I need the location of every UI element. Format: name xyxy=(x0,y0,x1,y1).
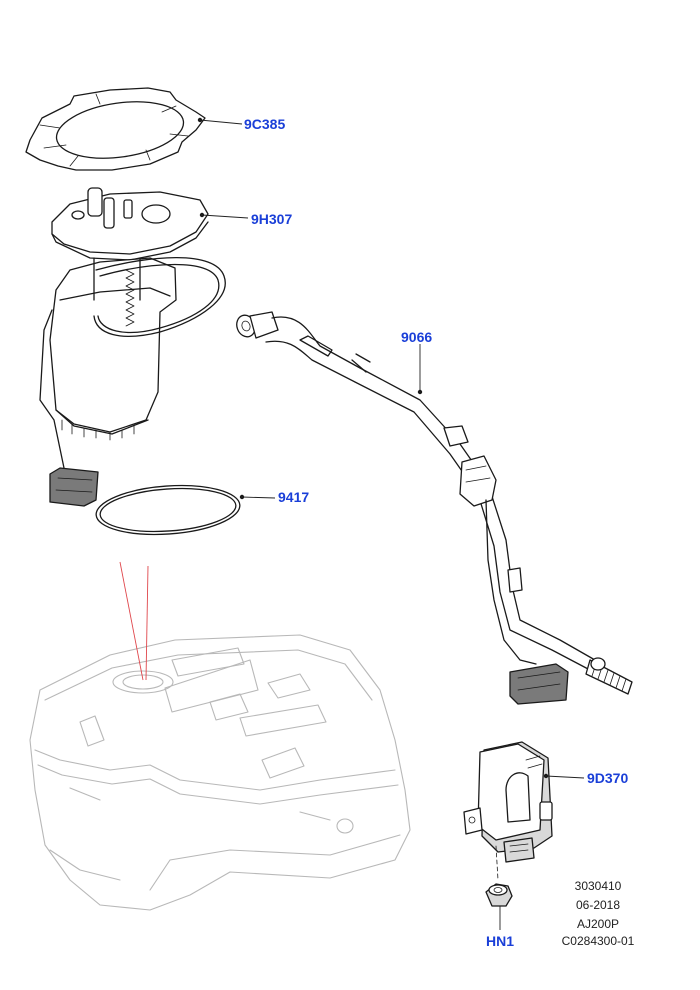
illustration-model-code: AJ200P xyxy=(577,917,619,931)
leader-lines xyxy=(197,117,585,930)
callout-9c385: 9C385 xyxy=(244,116,285,132)
nut-part xyxy=(485,883,513,907)
seal-ring-part xyxy=(95,484,241,536)
lock-ring-part xyxy=(25,87,206,171)
callout-9417: 9417 xyxy=(278,489,309,505)
illustration-number: 3030410 xyxy=(575,879,622,893)
fuel-tank-outline xyxy=(29,634,411,911)
assembly-guide-lines xyxy=(119,561,149,681)
illustration-info-block: 3030410 06-2018 AJ200P C0284300-01 xyxy=(562,879,635,948)
callout-9h307: 9H307 xyxy=(251,211,292,227)
illustration-date: 06-2018 xyxy=(576,898,620,912)
fuel-pump-module-part xyxy=(39,187,226,507)
illustration-reference: C0284300-01 xyxy=(562,934,635,948)
callout-9066: 9066 xyxy=(401,329,432,345)
callout-9d370: 9D370 xyxy=(587,770,628,786)
fuel-tube-harness-part xyxy=(236,311,633,705)
callout-hn1: HN1 xyxy=(486,933,514,949)
control-module-part xyxy=(463,741,553,881)
